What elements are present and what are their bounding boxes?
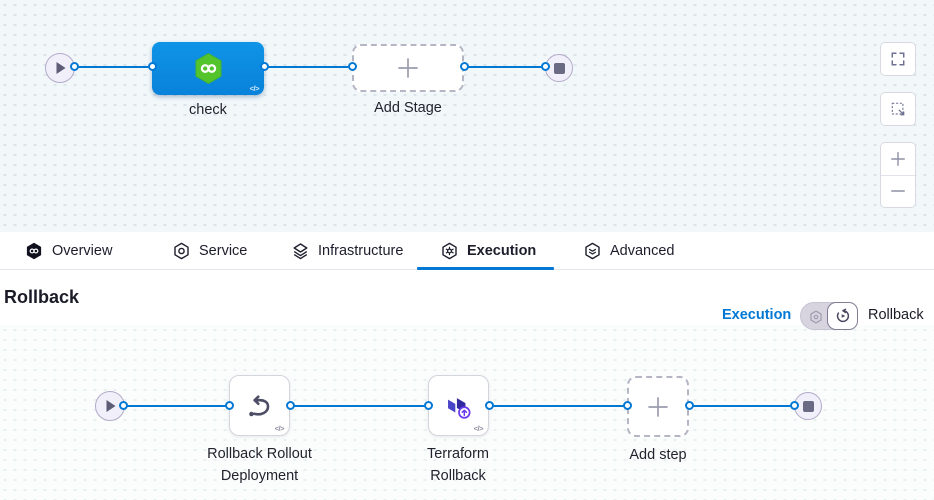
connector-port[interactable]: [424, 401, 433, 410]
tab-label: Overview: [52, 243, 113, 259]
tab-advanced[interactable]: Advanced: [584, 232, 675, 270]
connector-port[interactable]: [460, 62, 469, 71]
terraform-icon: [447, 397, 470, 419]
stop-icon: [553, 62, 565, 74]
execution-rollback-toggle[interactable]: [800, 302, 858, 330]
step-terraform-rollback[interactable]: </>: [428, 375, 489, 436]
tab-label: Infrastructure: [318, 243, 404, 259]
rollback-cycle-icon: [836, 308, 849, 323]
stage-config-tabs: Overview Service Execution Infrastructur…: [0, 232, 934, 270]
step-rollback-rollout-deployment[interactable]: </>: [229, 375, 290, 436]
connector-line: [464, 66, 546, 68]
connector-port[interactable]: [260, 62, 269, 71]
toggle-knob[interactable]: [827, 302, 858, 330]
execution-icon: [810, 310, 822, 324]
plus-icon: [891, 151, 905, 166]
zoom-out-button[interactable]: [881, 176, 915, 208]
marquee-select-button[interactable]: [880, 92, 916, 126]
connector-port[interactable]: [485, 401, 494, 410]
plus-icon: [398, 58, 418, 78]
connector-line: [290, 405, 428, 407]
execution-toggle-label[interactable]: Execution: [722, 307, 792, 323]
yaml-badge[interactable]: </>: [473, 424, 484, 433]
add-step-button[interactable]: [627, 376, 689, 437]
connector-line: [689, 405, 795, 407]
plus-icon: [648, 396, 668, 417]
tab-execution[interactable]: Execution: [441, 232, 536, 270]
connector-port[interactable]: [225, 401, 234, 410]
fullscreen-button[interactable]: [880, 42, 916, 76]
marquee-select-icon: [891, 102, 905, 116]
undo-arrow-icon: [248, 394, 269, 416]
play-icon: [56, 62, 65, 74]
zoom-control-group: [880, 142, 916, 208]
stage-canvas[interactable]: </> check Add Stage: [0, 0, 934, 232]
minus-icon: [891, 190, 905, 192]
rollback-section-header: Rollback Execution Rollback: [0, 270, 934, 330]
advanced-icon: [585, 242, 600, 260]
tab-label: Service: [199, 243, 248, 259]
stop-icon: [802, 400, 814, 412]
connector-line: [489, 405, 627, 407]
fullscreen-icon: [891, 52, 905, 66]
service-icon: [174, 242, 189, 260]
connector-port[interactable]: [348, 62, 357, 71]
section-title: Rollback: [4, 287, 80, 307]
yaml-badge[interactable]: </>: [274, 424, 285, 433]
connector-port[interactable]: [623, 401, 632, 410]
tab-infrastructure[interactable]: Execution Infrastructure: [292, 232, 403, 270]
stage-check[interactable]: </>: [152, 42, 264, 95]
stage-label: check: [189, 102, 227, 118]
connector-line: [123, 405, 229, 407]
harness-hexagon-icon: [26, 242, 42, 260]
add-step-label: Add step: [629, 447, 687, 463]
add-stage-button[interactable]: [352, 44, 464, 92]
connector-port[interactable]: [119, 401, 128, 410]
active-tab-indicator: [417, 267, 554, 270]
play-icon: [106, 400, 115, 412]
tab-label: Execution: [467, 243, 537, 259]
infrastructure-icon: [293, 243, 308, 260]
connector-port[interactable]: [790, 401, 799, 410]
connector-line: [264, 66, 352, 68]
add-stage-label: Add Stage: [374, 100, 442, 116]
step-label: Terraform Rollback: [426, 446, 490, 485]
connector-port[interactable]: [541, 62, 550, 71]
tab-service[interactable]: Service: [173, 232, 247, 270]
zoom-in-button[interactable]: [881, 143, 915, 176]
connector-port[interactable]: [685, 401, 694, 410]
step-label: Rollback Rollout Deployment: [207, 446, 312, 485]
yaml-badge[interactable]: </>: [249, 84, 260, 93]
connector-port[interactable]: [148, 62, 157, 71]
rollback-toggle-label: Rollback: [868, 307, 924, 323]
harness-ci-hexagon-icon: [194, 52, 222, 85]
connector-port[interactable]: [70, 62, 79, 71]
connector-line: [74, 66, 152, 68]
tab-label: Advanced: [610, 243, 675, 259]
tab-overview[interactable]: Overview: [25, 232, 112, 270]
execution-icon: [442, 242, 457, 260]
connector-port[interactable]: [286, 401, 295, 410]
